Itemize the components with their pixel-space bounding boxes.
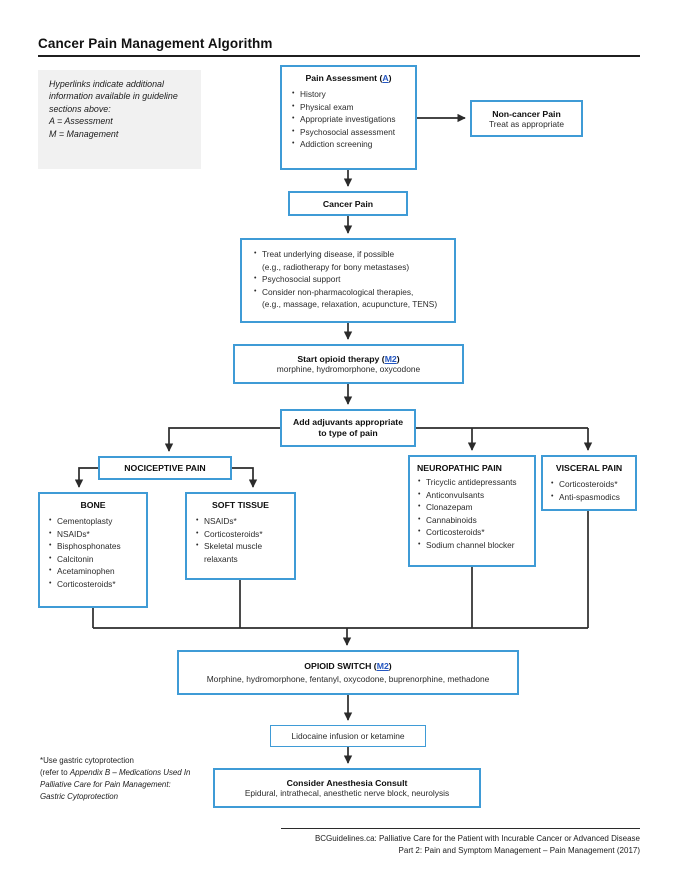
list-item-text: Treat underlying disease, if possible xyxy=(262,249,395,259)
management-link-start-opioid[interactable]: M2 xyxy=(384,354,397,364)
note-line-2: A = Assessment xyxy=(49,116,113,127)
lidocaine-box: Lidocaine infusion or ketamine xyxy=(270,725,426,747)
non-cancer-pain-subtitle: Treat as appropriate xyxy=(488,118,565,129)
footer-divider xyxy=(281,828,640,829)
neuropathic-pain-title: NEUROPATHIC PAIN xyxy=(417,463,502,473)
hyperlink-legend-note: Hyperlinks indicate additional informati… xyxy=(38,70,201,169)
start-opioid-subtitle: morphine, hydromorphone, oxycodone xyxy=(276,364,421,374)
neuropathic-pain-box: NEUROPATHIC PAIN Tricyclic antidepressan… xyxy=(408,455,536,567)
lidocaine-title: Lidocaine infusion or ketamine xyxy=(291,731,405,741)
visceral-list: Corticosteroids* Anti-spasmodics xyxy=(550,478,633,503)
list-item: Corticosteroids* xyxy=(48,578,144,591)
start-opioid-title: Start opioid therapy (M2) xyxy=(235,354,462,364)
bone-list: Cementoplasty NSAIDs* Bisphosphonates Ca… xyxy=(48,515,144,591)
cancer-pain-title: Cancer Pain xyxy=(322,198,374,209)
list-item: Cementoplasty xyxy=(48,515,144,528)
list-item: Acetaminophen xyxy=(48,565,144,578)
assessment-link[interactable]: A xyxy=(382,73,389,83)
footer-line-2: Part 2: Pain and Symptom Management – Pa… xyxy=(398,845,640,855)
pain-assessment-title-suffix: ) xyxy=(388,73,392,83)
list-item: NSAIDs* xyxy=(48,528,144,541)
footnote-reference: (refer to Appendix B – Medications Used … xyxy=(40,767,192,803)
visceral-pain-box: VISCERAL PAIN Corticosteroids* Anti-spas… xyxy=(541,455,637,511)
nociceptive-pain-title: NOCICEPTIVE PAIN xyxy=(124,463,206,473)
title-divider xyxy=(38,55,640,57)
list-item: Psychosocial support xyxy=(253,273,448,286)
list-item: Tricyclic antidepressants xyxy=(417,476,532,489)
list-item: Corticosteroids* xyxy=(417,526,532,539)
list-item: Physical exam xyxy=(291,101,411,114)
soft-tissue-list: NSAIDs* Corticosteroids* Skeletal muscle… xyxy=(195,515,292,565)
initial-management-box: Treat underlying disease, if possible (e… xyxy=(240,238,456,323)
bone-title: BONE xyxy=(80,500,106,510)
list-item: Skeletal muscle relaxants xyxy=(195,540,292,565)
list-item: Anti-spasmodics xyxy=(550,491,633,504)
non-cancer-pain-box: Non-cancer Pain Treat as appropriate xyxy=(470,100,583,137)
list-item: Addiction screening xyxy=(291,138,411,151)
opioid-switch-subtitle: Morphine, hydromorphone, fentanyl, oxyco… xyxy=(206,674,490,684)
list-item: Clonazepam xyxy=(417,501,532,514)
list-item: Sodium channel blocker xyxy=(417,539,532,552)
list-item: Corticosteroids* xyxy=(550,478,633,491)
note-line-1: Hyperlinks indicate additional informati… xyxy=(49,79,178,114)
nociceptive-pain-box: NOCICEPTIVE PAIN xyxy=(98,456,232,480)
footer-line-1: BCGuidelines.ca: Palliative Care for the… xyxy=(314,834,640,843)
list-item: Cannabinoids xyxy=(417,514,532,527)
gastric-cytoprotection-footnote: *Use gastric cytoprotection (refer to Ap… xyxy=(40,755,192,803)
list-item-continuation: (e.g., radiotherapy for bony metastases) xyxy=(262,261,410,272)
soft-tissue-title: SOFT TISSUE xyxy=(212,500,269,510)
add-adjuvants-title: Add adjuvants appropriate to type of pai… xyxy=(292,416,404,439)
pain-assessment-list: History Physical exam Appropriate invest… xyxy=(291,88,411,151)
list-item: Psychosocial assessment xyxy=(291,126,411,139)
footer: BCGuidelines.ca: Palliative Care for the… xyxy=(220,833,640,856)
list-item: Anticonvulsants xyxy=(417,489,532,502)
visceral-pain-title: VISCERAL PAIN xyxy=(555,463,623,473)
list-item: Treat underlying disease, if possible (e… xyxy=(253,248,448,273)
opioid-switch-title-prefix: OPIOID SWITCH ( xyxy=(304,661,377,671)
list-item: Calcitonin xyxy=(48,553,144,566)
pain-assessment-box: Pain Assessment (A) History Physical exa… xyxy=(280,65,417,170)
non-cancer-pain-title: Non-cancer Pain xyxy=(492,108,561,119)
pain-assessment-title-prefix: Pain Assessment ( xyxy=(305,73,383,83)
list-item-continuation: (e.g., massage, relaxation, acupuncture,… xyxy=(262,299,438,310)
list-item: Consider non-pharmacological therapies, … xyxy=(253,286,448,311)
start-opioid-title-suffix: ) xyxy=(396,354,400,364)
soft-tissue-box: SOFT TISSUE NSAIDs* Corticosteroids* Ske… xyxy=(185,492,296,580)
anesthesia-consult-subtitle: Epidural, intrathecal, anesthetic nerve … xyxy=(244,788,450,798)
list-item: Bisphosphonates xyxy=(48,540,144,553)
list-item: Corticosteroids* xyxy=(195,528,292,541)
list-item-text: Consider non-pharmacological therapies, xyxy=(262,286,414,297)
list-item: NSAIDs* xyxy=(195,515,292,528)
management-link-opioid-switch[interactable]: M2 xyxy=(376,661,389,671)
bone-box: BONE Cementoplasty NSAIDs* Bisphosphonat… xyxy=(38,492,148,608)
anesthesia-consult-title: Consider Anesthesia Consult xyxy=(286,778,408,788)
footnote-line-1: *Use gastric cytoprotection xyxy=(40,756,134,765)
list-item: History xyxy=(291,88,411,101)
start-opioid-title-prefix: Start opioid therapy ( xyxy=(297,354,385,364)
opioid-switch-box: OPIOID SWITCH (M2) Morphine, hydromorpho… xyxy=(177,650,519,695)
note-line-3: M = Management xyxy=(49,128,119,139)
list-item-text: Psychosocial support xyxy=(262,274,341,285)
footnote-reference-prefix: (refer to xyxy=(40,768,70,777)
list-item: Appropriate investigations xyxy=(291,113,411,126)
add-adjuvants-box: Add adjuvants appropriate to type of pai… xyxy=(280,409,416,447)
pain-assessment-title: Pain Assessment (A) xyxy=(282,73,415,83)
start-opioid-box: Start opioid therapy (M2) morphine, hydr… xyxy=(233,344,464,384)
initial-management-list: Treat underlying disease, if possible (e… xyxy=(253,248,448,311)
anesthesia-consult-box: Consider Anesthesia Consult Epidural, in… xyxy=(213,768,481,808)
opioid-switch-title: OPIOID SWITCH (M2) xyxy=(179,661,517,671)
opioid-switch-title-suffix: ) xyxy=(388,661,392,671)
neuropathic-list: Tricyclic antidepressants Anticonvulsant… xyxy=(417,476,532,552)
footnote-reference-italic: Appendix B – Medications Used In Palliat… xyxy=(40,768,191,801)
cancer-pain-box: Cancer Pain xyxy=(288,191,408,216)
page-title: Cancer Pain Management Algorithm xyxy=(38,36,273,51)
